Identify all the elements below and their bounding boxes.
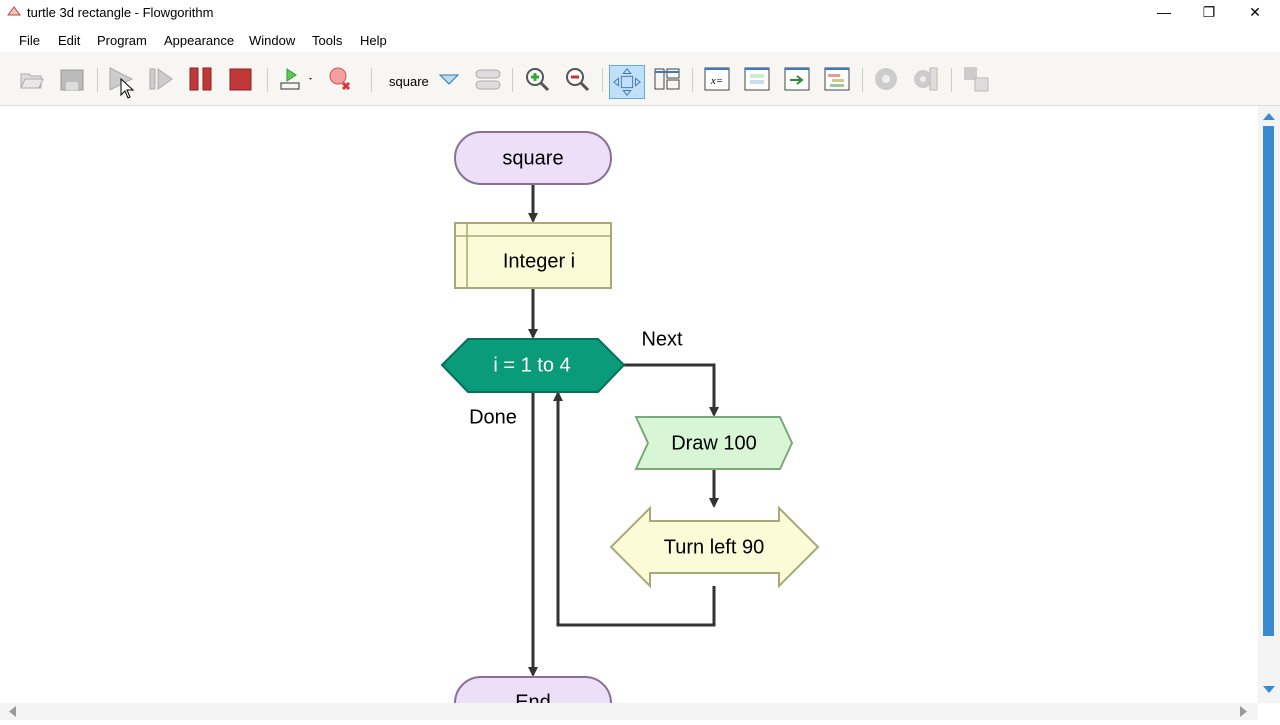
function-dropdown-icon[interactable] <box>436 64 466 94</box>
loop-done-label: Done <box>469 406 517 428</box>
divider <box>267 68 268 92</box>
toolbar: square x= <box>0 52 1280 106</box>
svg-text:x=: x= <box>710 75 723 87</box>
start-label: square <box>502 147 563 169</box>
menu-help[interactable]: Help <box>360 33 387 48</box>
divider <box>371 68 372 92</box>
scroll-thumb <box>1263 126 1274 636</box>
translate-icon[interactable] <box>961 64 991 94</box>
horizontal-scrollbar[interactable] <box>0 703 1258 720</box>
call-turn-block[interactable]: Turn left 90 <box>609 505 820 589</box>
breakpoint-run-icon[interactable] <box>277 64 317 94</box>
divider <box>951 68 952 92</box>
call-draw-block[interactable]: Draw 100 <box>634 416 794 470</box>
zoom-out-icon[interactable] <box>562 64 592 94</box>
record-icon[interactable] <box>871 64 901 94</box>
end-terminal[interactable]: End <box>454 676 612 725</box>
loop-back-arrow <box>553 391 716 627</box>
layout-icon[interactable] <box>609 65 645 99</box>
function-manager-icon[interactable] <box>473 64 503 94</box>
minimize-button[interactable]: — <box>1157 4 1171 20</box>
close-button[interactable]: ✕ <box>1249 4 1261 20</box>
divider <box>862 68 863 92</box>
menu-tools[interactable]: Tools <box>312 33 343 48</box>
title-bar: turtle 3d rectangle - Flowgorithm — ❐ ✕ <box>0 0 1280 26</box>
declare-block[interactable]: Integer i <box>454 222 612 289</box>
vertical-scrollbar[interactable] <box>1258 106 1280 703</box>
end-label: End <box>515 691 551 703</box>
divider <box>512 68 513 92</box>
zoom-in-icon[interactable] <box>522 64 552 94</box>
flowchart-canvas[interactable]: square Integer i i = 1 to 4 Next Done Dr… <box>5 106 1257 725</box>
pause-icon[interactable] <box>186 64 216 94</box>
menu-bar: File Edit Program Appearance Window Tool… <box>0 26 1280 52</box>
window-title: turtle 3d rectangle - Flowgorithm <box>27 5 214 20</box>
mouse-cursor <box>120 78 135 99</box>
chart-icon[interactable] <box>822 64 852 94</box>
menu-window[interactable]: Window <box>249 33 296 48</box>
divider <box>692 68 693 92</box>
console-icon[interactable] <box>742 64 772 94</box>
start-terminal[interactable]: square <box>454 131 612 185</box>
open-icon[interactable] <box>17 64 47 94</box>
divider <box>602 68 603 92</box>
panels-icon[interactable] <box>652 64 682 94</box>
call-draw-label: Draw 100 <box>671 432 757 454</box>
declare-label: Integer i <box>503 250 575 272</box>
clear-breakpoint-icon[interactable] <box>326 64 356 94</box>
loop-label: i = 1 to 4 <box>493 354 570 376</box>
call-turn-label: Turn left 90 <box>664 536 764 558</box>
menu-program[interactable]: Program <box>97 33 147 48</box>
loop-next-label: Next <box>641 328 683 350</box>
source-code-icon[interactable] <box>782 64 812 94</box>
menu-appearance[interactable]: Appearance <box>164 33 235 48</box>
function-select[interactable]: square <box>389 74 429 89</box>
app-icon <box>7 6 21 16</box>
menu-file[interactable]: File <box>19 33 40 48</box>
loop-next-arrow <box>624 363 719 417</box>
for-loop-block[interactable]: i = 1 to 4 <box>440 338 626 393</box>
menu-edit[interactable]: Edit <box>58 33 81 48</box>
variable-watch-icon[interactable]: x= <box>702 64 732 94</box>
playback-icon[interactable] <box>911 64 941 94</box>
save-icon[interactable] <box>57 64 87 94</box>
stop-icon[interactable] <box>226 64 256 94</box>
divider <box>97 68 98 92</box>
step-icon[interactable] <box>146 64 176 94</box>
maximize-button[interactable]: ❐ <box>1202 4 1216 20</box>
